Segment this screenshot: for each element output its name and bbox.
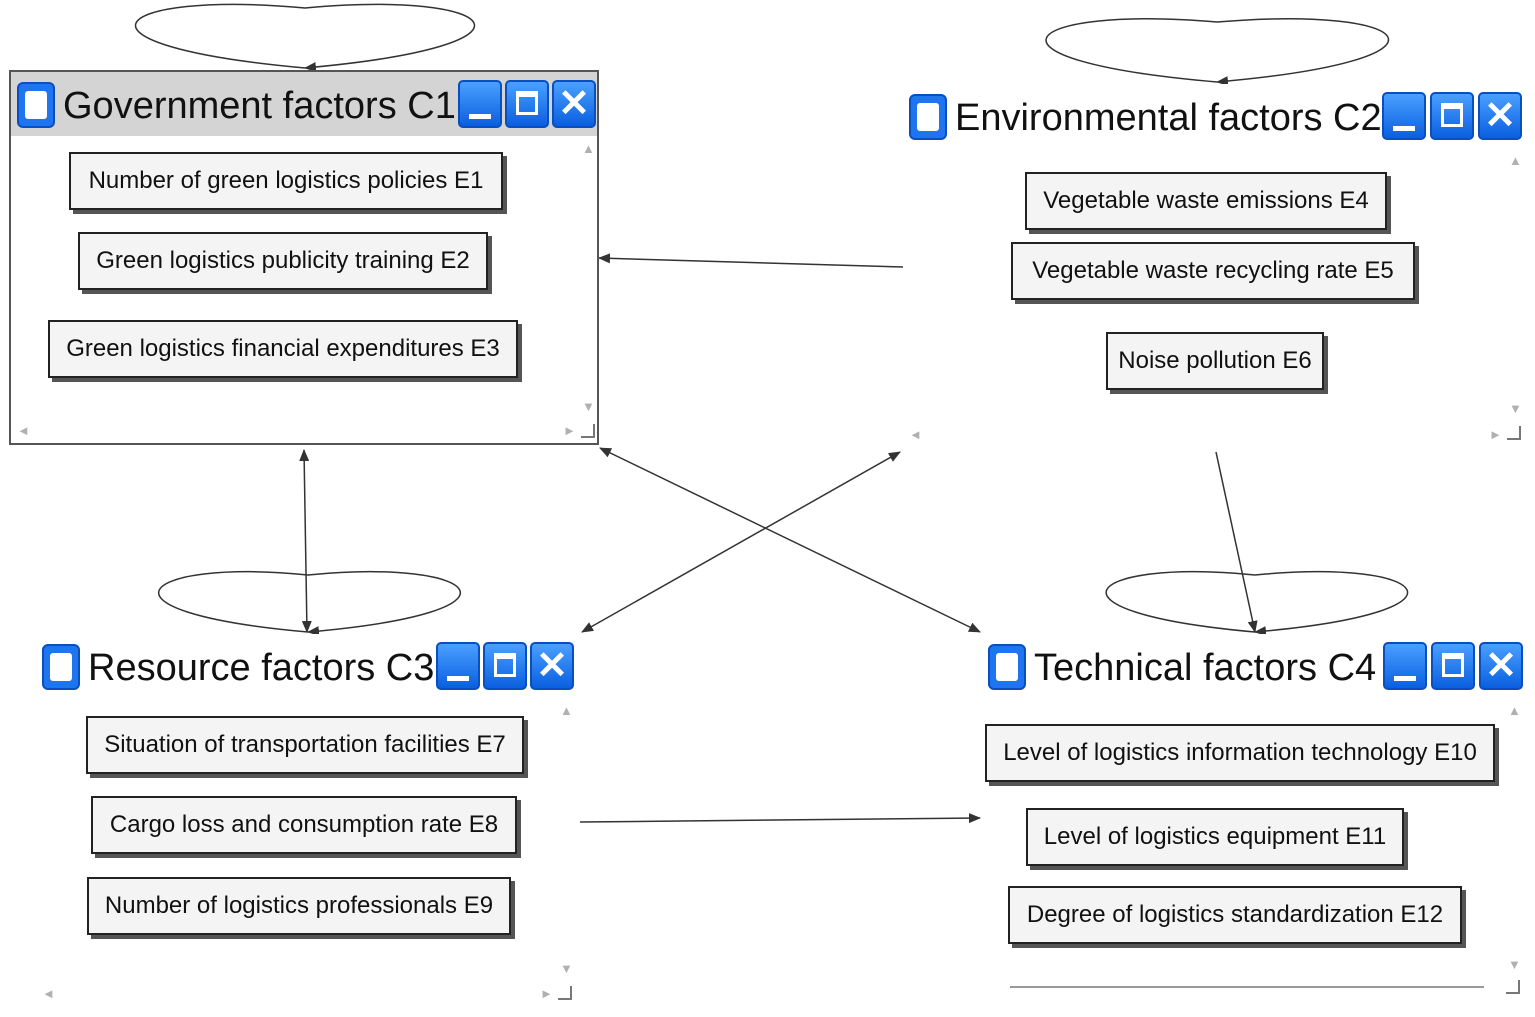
resize-grip-icon[interactable]: [1507, 426, 1521, 440]
element-e12[interactable]: Degree of logistics standardization E12: [1008, 886, 1462, 944]
minimize-icon[interactable]: [1383, 642, 1427, 690]
maximize-icon[interactable]: [1430, 92, 1474, 140]
link-c1-c3[interactable]: [299, 449, 312, 633]
link-c2-c3[interactable]: [581, 451, 901, 633]
checkbox-icon[interactable]: [17, 82, 55, 128]
cluster-c1-titlebar[interactable]: Government factors C1 ✕: [11, 72, 597, 136]
self-loop-c2[interactable]: [1045, 18, 1390, 87]
element-e11[interactable]: Level of logistics equipment E11: [1026, 808, 1404, 866]
element-e3[interactable]: Green logistics financial expenditures E…: [48, 320, 518, 378]
checkbox-icon[interactable]: [42, 644, 80, 690]
scroll-down-icon[interactable]: ▼: [560, 961, 573, 976]
cluster-c4-titlebar[interactable]: Technical factors C4 ✕: [982, 634, 1528, 698]
scroll-down-icon[interactable]: ▼: [1508, 957, 1521, 972]
scroll-up-icon[interactable]: ▲: [1508, 703, 1521, 718]
link-c2-c4[interactable]: [1215, 451, 1258, 633]
self-loop-c4[interactable]: [1105, 570, 1409, 637]
self-loop-c3[interactable]: [157, 570, 461, 637]
cluster-c1-title: Government factors C1: [63, 85, 456, 127]
cluster-c1[interactable]: Government factors C1 ✕ Number of green …: [9, 70, 599, 445]
cluster-c4-title: Technical factors C4: [1034, 647, 1377, 689]
element-e1[interactable]: Number of green logistics policies E1: [69, 152, 503, 210]
scroll-up-icon[interactable]: ▲: [1509, 153, 1522, 168]
element-e2[interactable]: Green logistics publicity training E2: [78, 232, 488, 290]
minimize-icon[interactable]: [436, 642, 480, 690]
resize-grip-icon[interactable]: [558, 986, 572, 1000]
scroll-left-icon[interactable]: ◄: [909, 427, 922, 442]
minimize-icon[interactable]: [1382, 92, 1426, 140]
maximize-icon[interactable]: [483, 642, 527, 690]
cluster-c3-title: Resource factors C3: [88, 647, 435, 689]
scroll-down-icon[interactable]: ▼: [1509, 401, 1522, 416]
element-e6[interactable]: Noise pollution E6: [1106, 332, 1324, 390]
scroll-right-icon[interactable]: ►: [1489, 427, 1502, 442]
resize-grip-icon[interactable]: [1506, 980, 1520, 994]
scroll-left-icon[interactable]: ◄: [42, 986, 55, 1001]
checkbox-icon[interactable]: [909, 94, 947, 140]
scroll-up-icon[interactable]: ▲: [560, 703, 573, 718]
element-e10[interactable]: Level of logistics information technolog…: [985, 724, 1495, 782]
element-e5[interactable]: Vegetable waste recycling rate E5: [1011, 242, 1415, 300]
close-icon[interactable]: ✕: [1479, 642, 1523, 690]
cluster-c2-title: Environmental factors C2: [955, 97, 1382, 139]
element-e7[interactable]: Situation of transportation facilities E…: [86, 716, 524, 774]
scroll-right-icon[interactable]: ►: [563, 423, 576, 438]
close-icon[interactable]: ✕: [530, 642, 574, 690]
link-c3-c4[interactable]: [579, 813, 981, 824]
maximize-icon[interactable]: [1431, 642, 1475, 690]
checkbox-icon[interactable]: [988, 644, 1026, 690]
link-c2-c1[interactable]: [598, 253, 904, 268]
cluster-c2-titlebar[interactable]: Environmental factors C2 ✕: [903, 84, 1528, 148]
close-icon[interactable]: ✕: [1478, 92, 1522, 140]
element-e4[interactable]: Vegetable waste emissions E4: [1025, 172, 1387, 230]
scroll-up-icon[interactable]: ▲: [582, 141, 595, 156]
scroll-left-icon[interactable]: ◄: [17, 423, 30, 438]
close-icon[interactable]: ✕: [552, 80, 596, 128]
cluster-c2[interactable]: Environmental factors C2 ✕ Vegetable was…: [903, 84, 1528, 449]
cluster-c3[interactable]: Resource factors C3 ✕ Situation of trans…: [36, 634, 579, 1008]
element-e8[interactable]: Cargo loss and consumption rate E8: [91, 796, 517, 854]
cluster-c4[interactable]: Technical factors C4 ✕ Level of logistic…: [982, 634, 1528, 1004]
element-e9[interactable]: Number of logistics professionals E9: [87, 877, 511, 935]
scroll-down-icon[interactable]: ▼: [582, 399, 595, 414]
horizontal-scrollbar[interactable]: [1010, 986, 1484, 988]
scroll-right-icon[interactable]: ►: [540, 986, 553, 1001]
minimize-icon[interactable]: [458, 80, 502, 128]
self-loop-c1[interactable]: [134, 3, 476, 72]
resize-grip-icon[interactable]: [581, 424, 595, 438]
link-c1-c4[interactable]: [599, 447, 981, 633]
maximize-icon[interactable]: [505, 80, 549, 128]
cluster-c3-titlebar[interactable]: Resource factors C3 ✕: [36, 634, 579, 698]
